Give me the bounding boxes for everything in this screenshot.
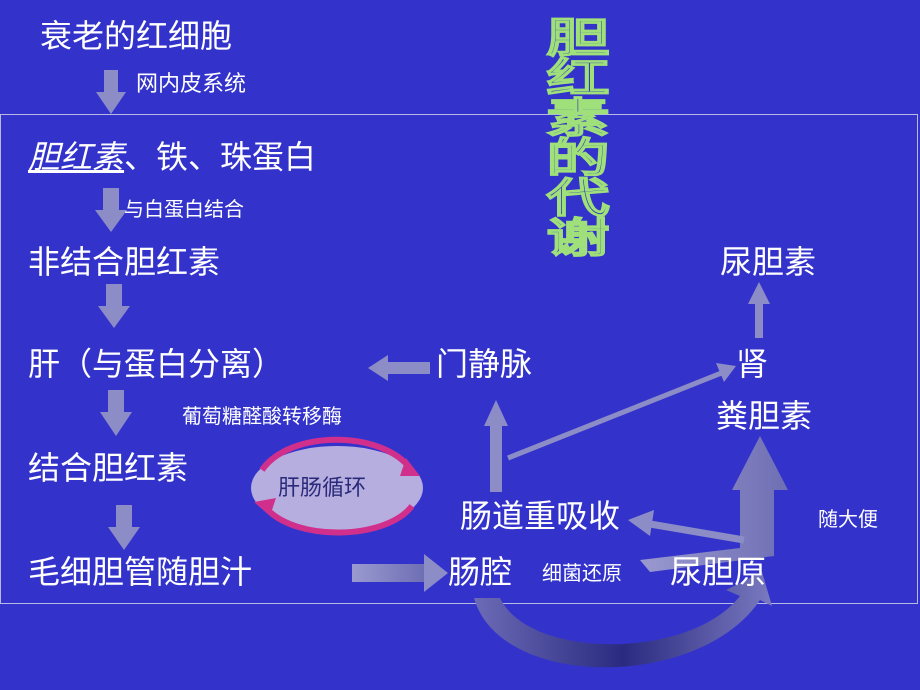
title-char: 红 xyxy=(545,54,610,103)
down-arrow-5 xyxy=(108,505,140,550)
label-bilirubin: 胆红素 xyxy=(28,138,125,176)
down-arrow-2 xyxy=(95,188,127,232)
label-unconjugated: 非结合胆红素 xyxy=(28,243,221,281)
label-portal-vein: 门静脉 xyxy=(436,345,533,383)
label-reticuloendothelial: 网内皮系统 xyxy=(136,72,247,97)
label-stercobilin: 粪胆素 xyxy=(716,397,813,435)
content-frame xyxy=(0,114,918,604)
label-urobilin: 尿胆素 xyxy=(720,243,817,281)
title-char: 谢 xyxy=(545,214,610,263)
label-enterohepatic: 肝肠循环 xyxy=(278,476,367,501)
label-bilirubin-row: 胆红素、铁、珠蛋白 xyxy=(28,141,316,173)
down-arrow-1 xyxy=(96,70,126,114)
label-liver: 肝（与蛋白分离） xyxy=(28,345,285,383)
title-char: 代 xyxy=(545,174,610,223)
label-aged-rbc: 衰老的红细胞 xyxy=(40,17,233,55)
down-arrow-3 xyxy=(98,284,130,328)
arrow-kidney-to-urobilin xyxy=(748,282,770,338)
curved-arrow-reduction xyxy=(474,572,772,668)
arrow-to-kidney xyxy=(507,363,736,461)
label-bilirubin-rest: 、铁、珠蛋白 xyxy=(124,138,317,176)
label-conjugated: 结合胆红素 xyxy=(28,449,189,487)
arrow-portal-to-liver xyxy=(368,355,430,381)
down-arrow-4 xyxy=(100,390,132,436)
arrow-to-stercobilin xyxy=(640,436,788,572)
label-urobilinogen: 尿胆原 xyxy=(670,553,767,591)
label-bacteria: 细菌还原 xyxy=(542,561,622,585)
arrow-reabsorb-to-portal xyxy=(484,400,508,492)
arrow-bile-to-intestine xyxy=(352,554,448,592)
title-char: 素 xyxy=(545,94,610,143)
title-char: 的 xyxy=(545,134,610,183)
label-intestine: 肠腔 xyxy=(448,553,513,591)
label-reabsorb: 肠道重吸收 xyxy=(460,497,621,535)
label-bind-albumin: 与白蛋白结合 xyxy=(124,197,244,221)
label-enzyme: 葡萄糖醛酸转移酶 xyxy=(182,404,342,428)
arrow-to-reabsorb xyxy=(628,510,745,544)
enterohepatic-cycle xyxy=(251,436,423,536)
label-kidney: 肾 xyxy=(736,345,769,383)
title-char: 胆 xyxy=(545,14,610,63)
label-with-feces: 随大便 xyxy=(818,507,878,531)
label-bile-duct: 毛细胆管随胆汁 xyxy=(28,553,253,591)
vertical-title: 胆 红 素 的 代 谢 xyxy=(528,14,628,263)
